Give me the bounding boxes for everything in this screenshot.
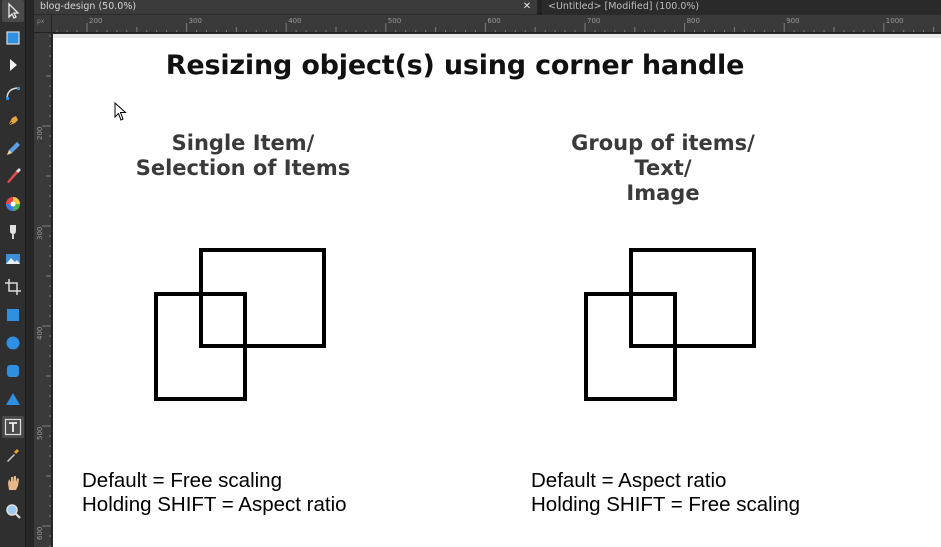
move-tool-icon[interactable] — [2, 0, 24, 22]
caption-line: Holding SHIFT = Aspect ratio — [82, 493, 347, 516]
document-canvas[interactable]: Resizing object(s) using corner handle S… — [53, 34, 941, 547]
caption-line: Holding SHIFT = Free scaling — [531, 493, 801, 516]
ruler-label: 700 — [587, 17, 600, 25]
pen-tool-icon[interactable] — [2, 110, 24, 132]
ruler-label: 300 — [189, 17, 202, 25]
ruler-label: 400 — [288, 17, 301, 25]
pencil-tool-icon[interactable] — [2, 138, 24, 160]
back-rectangle — [629, 248, 756, 348]
ruler-label: 500 — [388, 17, 401, 25]
triangle-tool-icon[interactable] — [2, 388, 24, 410]
title-line: Group of items/ — [571, 131, 755, 155]
fill-tool-icon[interactable] — [2, 193, 24, 215]
document-tab-bar: blog-design (50.0%) ✕ <Untitled> [Modifi… — [34, 0, 941, 14]
ruler-label: 300 — [36, 227, 44, 240]
ruler-label: 900 — [786, 17, 799, 25]
ruler-label: 1000 — [886, 17, 904, 25]
title-line: Single Item/ — [171, 131, 315, 155]
color-picker-tool-icon[interactable] — [2, 444, 24, 466]
right-overlapping-rectangles[interactable] — [583, 247, 758, 402]
ruler-label: 200 — [36, 127, 44, 140]
ruler-label: 400 — [36, 327, 44, 340]
panel-gutter — [26, 0, 34, 547]
tools-panel — [0, 0, 26, 547]
mouse-cursor-icon — [114, 102, 127, 121]
ruler-label: 200 — [89, 17, 102, 25]
zoom-tool-icon[interactable] — [2, 500, 24, 522]
back-rectangle — [199, 248, 326, 348]
transparency-tool-icon[interactable] — [2, 221, 24, 243]
rectangle-tool-icon[interactable] — [2, 304, 24, 326]
tab-untitled[interactable]: <Untitled> [Modified] (100.0%) — [542, 0, 941, 14]
ruler-label: 500 — [36, 427, 44, 440]
artboard-tool-icon[interactable] — [2, 27, 24, 49]
place-image-tool-icon[interactable] — [2, 248, 24, 270]
vector-brush-tool-icon[interactable] — [2, 165, 24, 187]
title-line: Text/ — [634, 156, 692, 180]
ruler-label: 600 — [487, 17, 500, 25]
horizontal-ruler[interactable]: 200 300 400 500 600 700 800 900 1000 — [52, 15, 941, 33]
left-overlapping-rectangles[interactable] — [153, 247, 328, 402]
caption-line: Default = Free scaling — [82, 469, 282, 492]
title-line: Selection of Items — [135, 156, 351, 180]
corner-tool-icon[interactable] — [2, 82, 24, 104]
vertical-ruler[interactable]: 200 300 400 500 600 — [34, 33, 52, 547]
front-rectangle — [154, 292, 247, 401]
tab-blog-design[interactable]: blog-design (50.0%) — [34, 0, 537, 14]
rounded-rectangle-tool-icon[interactable] — [2, 360, 24, 382]
right-caption: Default = Aspect ratio Holding SHIFT = F… — [531, 469, 800, 517]
ruler-corner[interactable]: px — [34, 15, 52, 33]
ruler-label: 800 — [687, 17, 700, 25]
right-column-title: Group of items/ Text/ Image — [513, 131, 813, 206]
title-line: Image — [626, 181, 700, 205]
close-tab-icon[interactable]: ✕ — [522, 1, 532, 12]
crop-tool-icon[interactable] — [2, 276, 24, 298]
left-column-title: Single Item/ Selection of Items — [93, 131, 393, 181]
ruler-unit: px — [37, 18, 45, 25]
view-tool-icon[interactable] — [2, 472, 24, 494]
left-caption: Default = Free scaling Holding SHIFT = A… — [82, 469, 347, 517]
page-heading: Resizing object(s) using corner handle — [165, 50, 745, 81]
ellipse-tool-icon[interactable] — [2, 332, 24, 354]
node-tool-icon[interactable] — [2, 54, 24, 76]
canvas-shadow — [53, 34, 941, 38]
caption-line: Default = Aspect ratio — [531, 469, 727, 492]
tab-label: blog-design (50.0%) — [40, 1, 137, 12]
tab-label: <Untitled> [Modified] (100.0%) — [548, 1, 700, 12]
ruler-label: 600 — [36, 527, 44, 540]
front-rectangle — [584, 292, 677, 401]
text-tool-icon[interactable] — [2, 416, 24, 438]
